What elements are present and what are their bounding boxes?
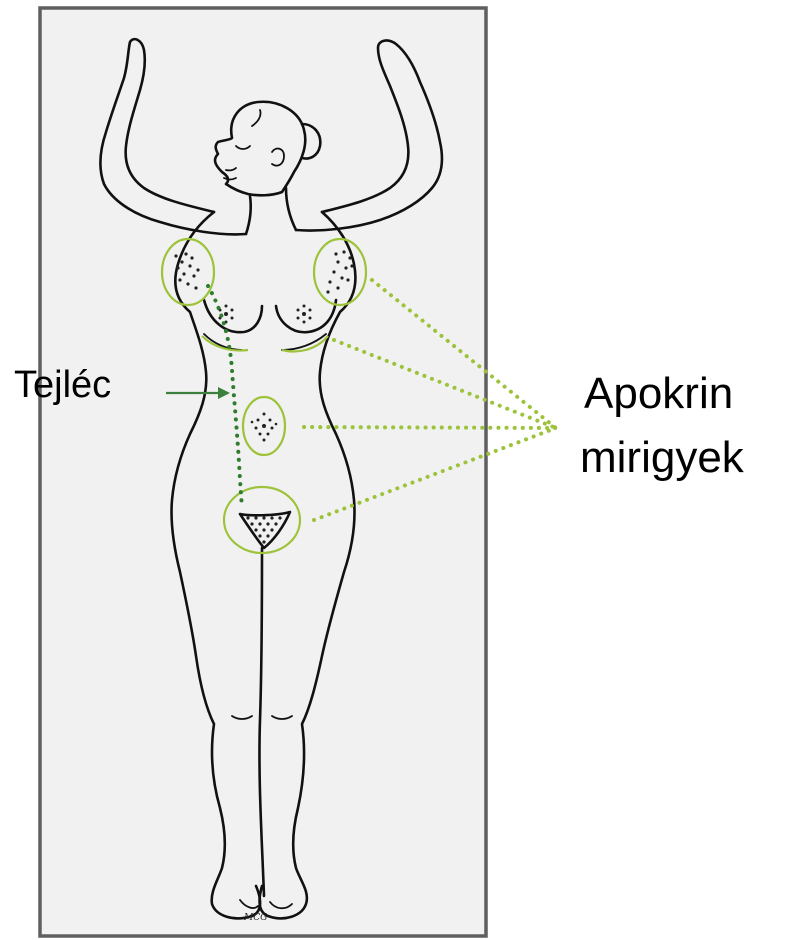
- label-milk-line: Tejléc: [14, 364, 111, 406]
- figure-panel: [40, 8, 486, 936]
- label-apocrine-line2: mirigyek: [580, 433, 745, 482]
- label-apocrine-line1: Apokrin: [584, 369, 733, 418]
- artist-signature: MCG: [243, 913, 267, 923]
